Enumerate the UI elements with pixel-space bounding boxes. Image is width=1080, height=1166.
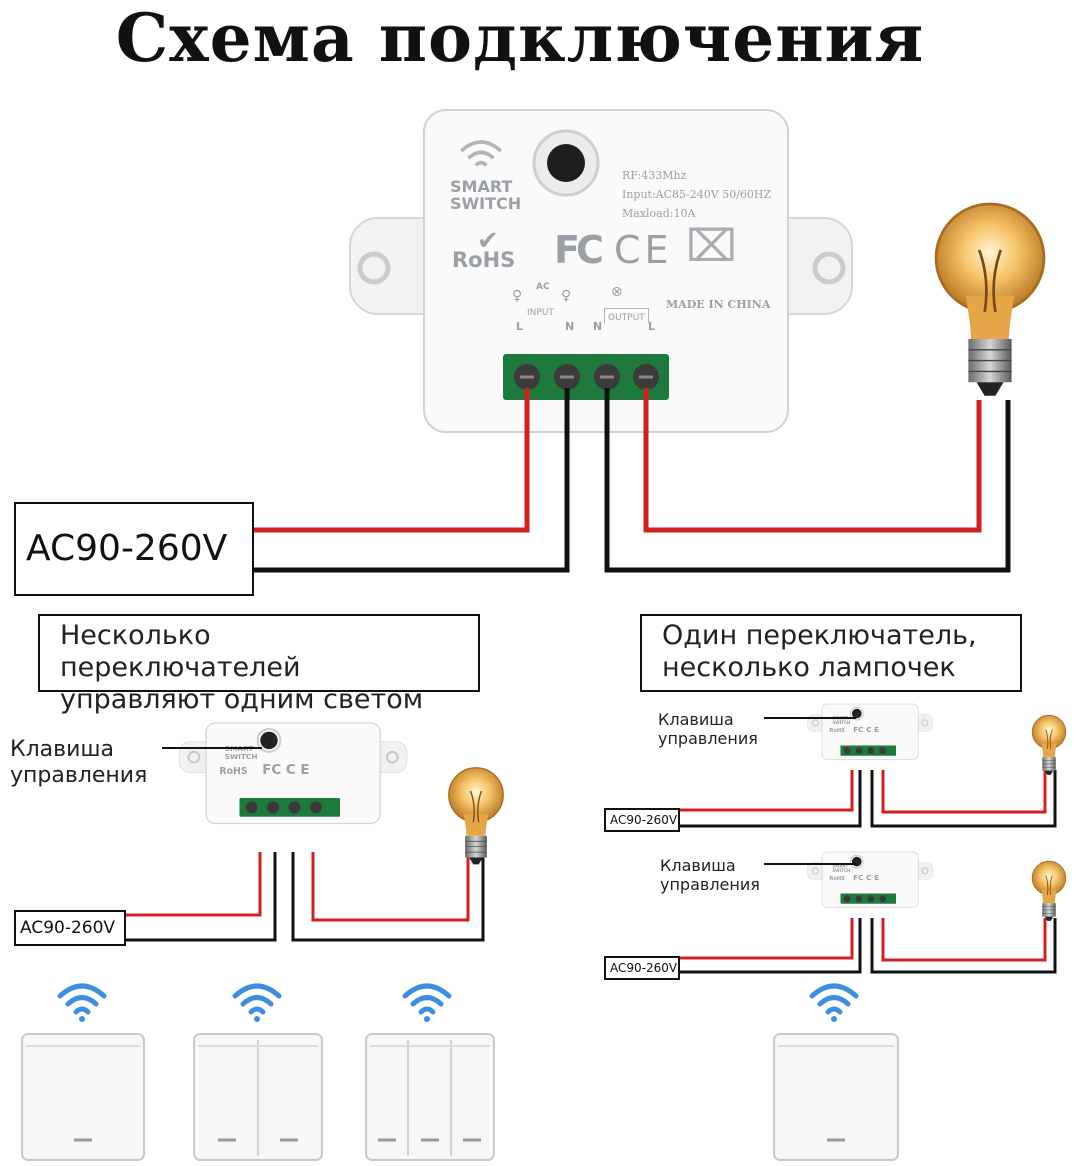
key-label-line2: управления [10, 763, 148, 788]
supply-label-main: AC90-260V [14, 502, 254, 596]
supply-label-left: AC90-260V [14, 910, 126, 946]
page-title: Схема подключения [115, 0, 925, 77]
supply-label-right-bottom: AC90-260V [604, 956, 680, 980]
caption-multi-switch: Несколько переключателей управляют одним… [38, 614, 480, 715]
terminal-l-in: L [516, 320, 524, 333]
control-button [547, 144, 585, 182]
terminal-probe-icon: ♀ [561, 288, 572, 304]
made-in-label: MADE IN CHINA [666, 298, 771, 311]
caption-multi-bulb: Один переключатель, несколько лампочек [640, 614, 1022, 692]
left-switch-device [178, 721, 409, 825]
wall-switch-1-key [21, 986, 145, 1161]
caption-left-line2: управляют одним светом [60, 684, 424, 715]
key-label-right-top: Клавиша управления [658, 710, 758, 748]
right-top-switch-device [806, 703, 934, 761]
terminal-l-out: L [648, 320, 656, 333]
right-bottom-switch-device [806, 851, 934, 909]
terminal-n-in: N [565, 320, 575, 333]
right-top-wires [678, 770, 1057, 828]
right-top-light-bulb [1031, 714, 1067, 776]
spec-load: Maxload:10A [622, 207, 696, 220]
brand-line-2: SWITCH [450, 194, 522, 213]
key-label-line2: управления [660, 875, 760, 894]
key-label-line1: Клавиша [10, 737, 115, 762]
wall-switch-right-1-key [773, 986, 899, 1161]
wifi-icon [235, 986, 279, 1022]
key-label-line1: Клавиша [660, 856, 736, 875]
mount-hole-right [812, 251, 846, 285]
wifi-icon [60, 986, 104, 1022]
rohs-mark: RoHS [452, 248, 516, 272]
input-label: INPUT [527, 308, 554, 318]
output-label: OUTPUT [604, 308, 649, 323]
fc-mark: FC [554, 228, 604, 272]
main-wires [254, 388, 1011, 573]
caption-right-line1: Один переключатель, [662, 620, 977, 651]
weee-bin-icon: ⌧ [686, 221, 737, 272]
device-specs: RF:433Mhz Input:AC85-240V 50/60HZ Maxloa… [622, 166, 771, 223]
main-switch-device [349, 109, 853, 433]
lamp-symbol-icon: ⊗ [611, 284, 623, 300]
main-light-bulb [934, 202, 1046, 398]
left-light-bulb [448, 767, 504, 866]
key-label-line2: управления [658, 729, 758, 748]
ce-mark: CE [614, 228, 673, 272]
right-bottom-light-bulb [1031, 860, 1067, 922]
wall-switch-3-key [365, 986, 495, 1161]
key-label-right-bottom: Клавиша управления [660, 856, 760, 894]
brand-line-1: SMART [450, 177, 513, 196]
caption-left-line1: Несколько переключателей [60, 620, 301, 683]
supply-label-right-top: AC90-260V [604, 808, 680, 832]
left-wires [126, 850, 485, 942]
wifi-icon [812, 986, 856, 1022]
wall-switch-2-key [193, 986, 323, 1161]
key-label-line1: Клавиша [658, 710, 734, 729]
rohs-check-icon: ✔ [477, 226, 499, 256]
caption-right-line2: несколько лампочек [662, 652, 956, 683]
right-bottom-wires [678, 918, 1057, 974]
spec-rf: RF:433Mhz [622, 169, 687, 182]
device-brand: SMART SWITCH [450, 178, 521, 212]
terminal-block [503, 354, 669, 400]
terminal-n-out: N [593, 320, 603, 333]
terminal-probe-icon: ♀ [512, 288, 523, 304]
mount-hole-left [357, 251, 391, 285]
ac-label: AC [536, 282, 550, 292]
device-wifi-icon [459, 140, 503, 167]
wifi-icon [405, 986, 449, 1022]
spec-input: Input:AC85-240V 50/60HZ [622, 188, 772, 201]
key-label-left: Клавиша управления [10, 737, 147, 789]
